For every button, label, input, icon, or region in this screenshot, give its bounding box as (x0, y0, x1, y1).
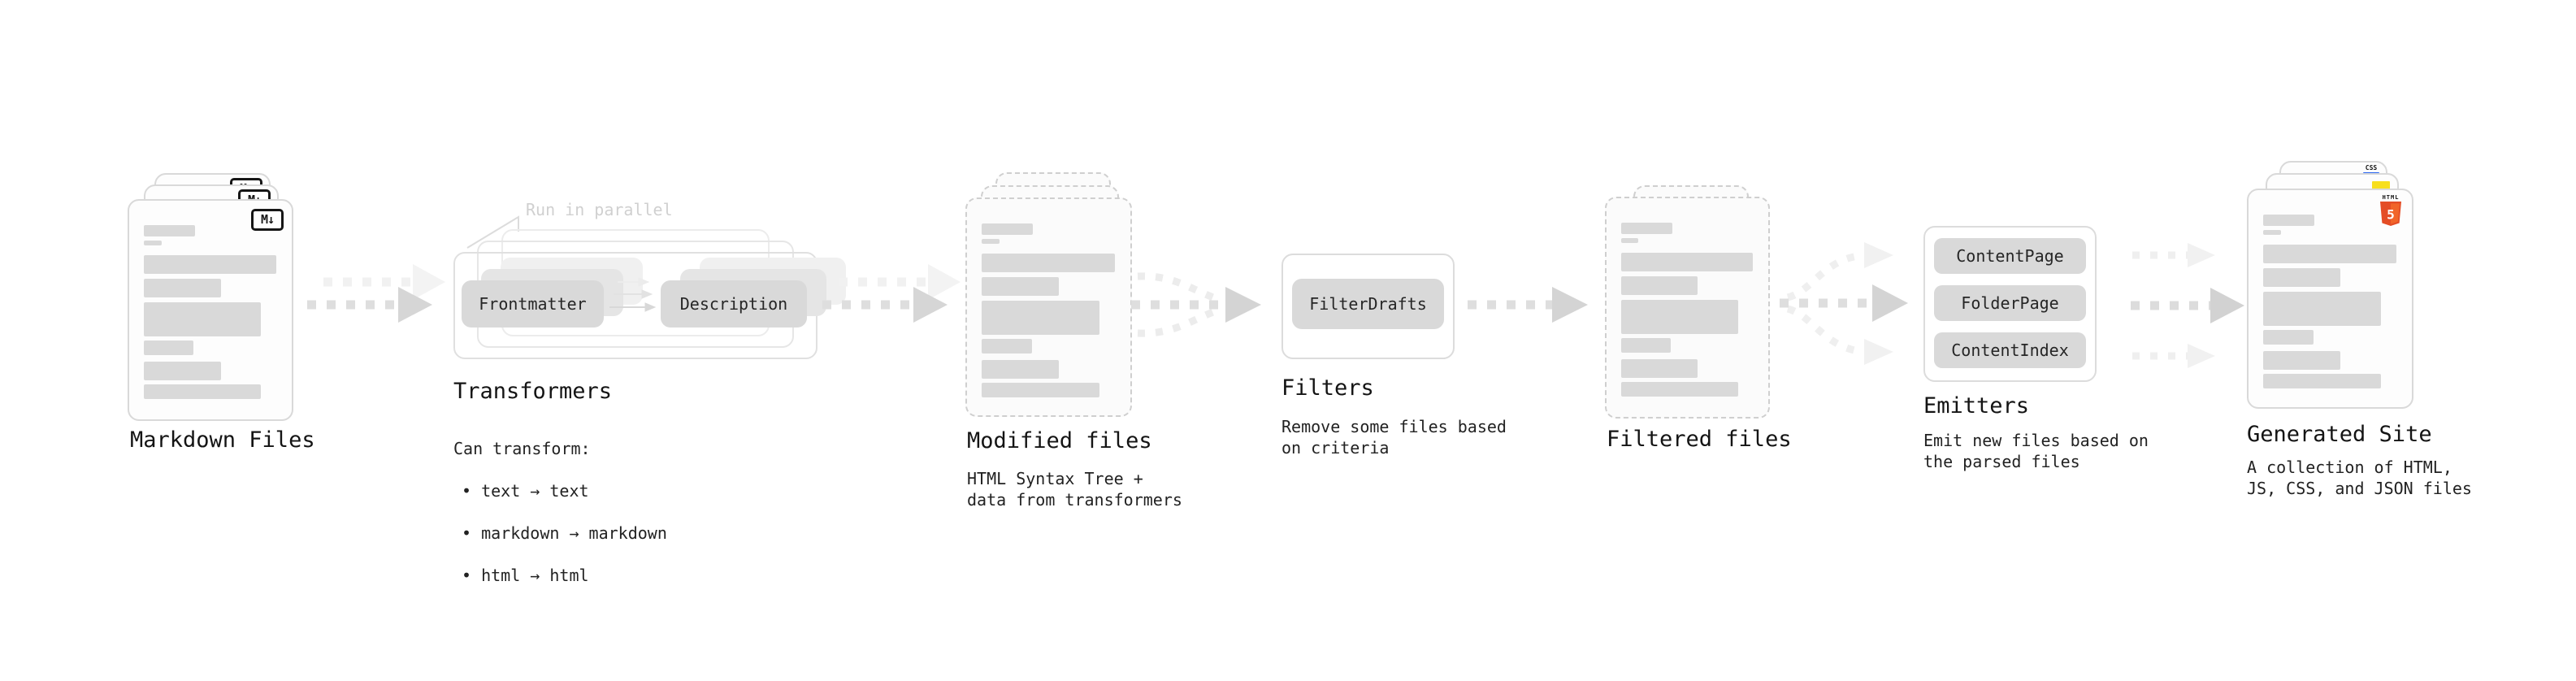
css-icon-text: CSS (2365, 164, 2378, 171)
transform-rule: markdown → markdown (453, 523, 667, 544)
document-skeleton-lines (1621, 223, 1755, 397)
markdown-files-stack: M↓ M↓ M↓ (128, 173, 298, 425)
markdown-files-label: Markdown Files (130, 427, 315, 453)
frontmatter-pill: Frontmatter (462, 280, 604, 327)
markdown-icon: M↓ (251, 209, 284, 231)
skeleton-bar (144, 225, 196, 236)
markdown-file-card-front: M↓ (128, 199, 293, 421)
run-in-parallel-note: Run in parallel (526, 200, 673, 219)
flow-arrow-transformers-to-modified (822, 264, 961, 323)
skeleton-bar (144, 384, 262, 399)
contentpage-pill: ContentPage (1934, 238, 2086, 274)
skeleton-bar (2263, 374, 2382, 388)
skeleton-bar (144, 362, 221, 380)
skeleton-bar (2263, 268, 2341, 287)
skeleton-bar (1621, 253, 1753, 271)
html5-shield: 5 (2380, 202, 2401, 226)
skeleton-bar (2263, 351, 2341, 370)
contentindex-pill: ContentIndex (1934, 332, 2086, 368)
flow-arrow-markdown-to-transformers (307, 264, 445, 323)
skeleton-bar (1621, 276, 1698, 295)
skeleton-bar (2263, 292, 2382, 326)
flow-arrow-filtered-to-emitters (1780, 242, 1908, 365)
skeleton-bar (982, 360, 1060, 379)
flow-arrow-filters-to-filtered (1468, 287, 1588, 323)
document-skeleton-lines (982, 223, 1117, 397)
description-pill: Description (661, 280, 807, 327)
filterdrafts-pill: FilterDrafts (1292, 279, 1444, 329)
filters-label: Filters (1281, 375, 1374, 401)
filters-description: Remove some files based on criteria (1281, 417, 1507, 458)
skeleton-bar (982, 277, 1060, 296)
skeleton-bar (982, 339, 1032, 354)
generated-site-description: A collection of HTML, JS, CSS, and JSON … (2247, 458, 2472, 498)
filtered-file-card-front (1605, 197, 1770, 419)
skeleton-bar (2263, 330, 2314, 345)
skeleton-bar (1621, 359, 1698, 378)
skeleton-bar (1621, 338, 1672, 353)
skeleton-bar (982, 223, 1034, 235)
skeleton-bar (982, 239, 1000, 244)
skeleton-bar (2263, 215, 2315, 226)
modified-files-stack (965, 172, 1136, 424)
skeleton-bar (144, 302, 262, 336)
skeleton-bar (982, 254, 1115, 272)
skeleton-bar (1621, 223, 1672, 234)
modified-file-card-front (965, 197, 1132, 417)
html5-icon: HTML 5 (2379, 194, 2403, 226)
note-callout-line (466, 215, 519, 249)
skeleton-bar (144, 255, 276, 274)
generated-html-card: HTML 5 (2247, 189, 2413, 409)
transform-rule: html → html (453, 565, 667, 586)
svg-text:5: 5 (2387, 207, 2395, 223)
document-skeleton-lines (2263, 215, 2399, 388)
transformers-description: Can transform: text → text markdown → ma… (453, 417, 667, 607)
skeleton-bar (144, 340, 194, 355)
skeleton-bar (1621, 300, 1738, 334)
folderpage-pill: FolderPage (1934, 285, 2086, 321)
skeleton-bar (144, 279, 221, 297)
skeleton-bar (1621, 382, 1738, 397)
can-transform-line: Can transform: (453, 439, 591, 458)
html5-icon-word: HTML (2382, 194, 2400, 201)
flow-arrow-emitters-to-generated (2131, 243, 2244, 368)
flow-arrow-modified-to-filters (1131, 272, 1261, 337)
document-skeleton-lines (144, 225, 279, 399)
skeleton-bar (982, 301, 1100, 335)
skeleton-bar (1621, 238, 1639, 243)
generated-site-stack: CSS HTML 5 (2247, 161, 2418, 413)
transform-rule: text → text (453, 480, 667, 501)
parallel-transform-arrows (609, 277, 657, 312)
emitters-description: Emit new files based on the parsed files (1923, 431, 2149, 471)
skeleton-bar (2263, 230, 2281, 235)
transformers-group: Run in parallel Frontmatter Description … (453, 195, 846, 585)
filtered-files-stack (1605, 185, 1776, 425)
skeleton-bar (982, 383, 1100, 397)
transformers-label: Transformers (453, 379, 613, 404)
skeleton-bar (144, 241, 162, 245)
emitters-label: Emitters (1923, 393, 2030, 419)
modified-files-label: Modified files (967, 428, 1152, 453)
filtered-files-label: Filtered files (1607, 427, 1792, 452)
skeleton-bar (2263, 245, 2396, 263)
generated-site-label: Generated Site (2247, 422, 2432, 447)
modified-files-description: HTML Syntax Tree + data from transformer… (967, 469, 1182, 510)
